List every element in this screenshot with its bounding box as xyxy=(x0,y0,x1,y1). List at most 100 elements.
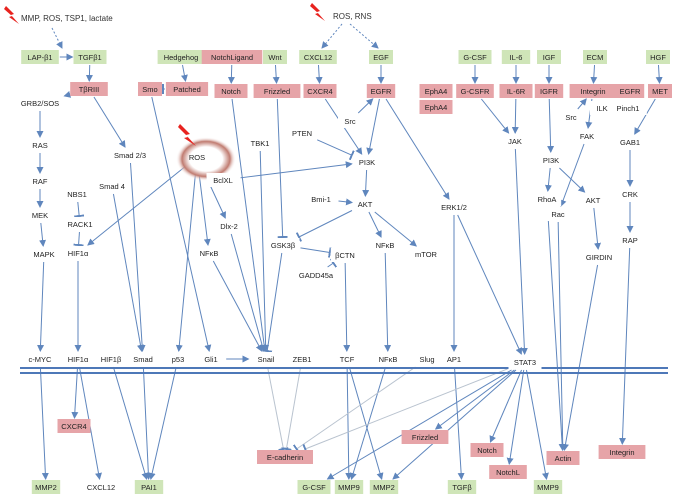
node-label: Smad 2/3 xyxy=(114,151,146,160)
node-box xyxy=(532,192,562,206)
node-label: ERK1/2 xyxy=(441,203,467,212)
node-box xyxy=(581,193,605,207)
node-cxcl12o: CXCL12 xyxy=(82,480,120,494)
node-egft: EGF xyxy=(369,50,393,64)
node-box xyxy=(335,352,359,366)
node-box xyxy=(458,50,492,64)
node-box xyxy=(499,84,533,98)
edge-mapk-cmyc xyxy=(37,261,45,352)
node-stat3: STAT3 xyxy=(508,355,542,369)
node-box xyxy=(615,84,645,98)
node-label: IL-6 xyxy=(510,53,523,62)
node-label: PI3K xyxy=(359,158,375,167)
node-label: MAPK xyxy=(33,250,54,259)
node-box xyxy=(63,217,97,231)
node-box xyxy=(590,101,614,115)
node-box xyxy=(57,419,91,433)
node-label: NFκB xyxy=(379,355,398,364)
node-box xyxy=(618,233,642,247)
node-box xyxy=(294,268,338,282)
node-box xyxy=(470,443,504,457)
node-box xyxy=(61,352,95,366)
node-box xyxy=(31,480,61,494)
node-box xyxy=(157,50,205,64)
node-label: Gli1 xyxy=(204,355,217,364)
node-box xyxy=(61,246,95,260)
node-box xyxy=(569,84,617,98)
decor-layer: MMP, ROS, TSP1, lactate ROS, RNS xyxy=(4,3,372,181)
stimulus-arrow xyxy=(321,23,343,49)
node-label: GSK3β xyxy=(271,241,296,250)
node-label: Wnt xyxy=(268,53,282,62)
node-label: EphA4 xyxy=(425,103,448,112)
node-bctn: βCTN xyxy=(330,248,360,262)
node-label: Smad 4 xyxy=(99,182,125,191)
node-bmi1: Bmi-1 xyxy=(304,192,338,206)
node-mmp2b: MMP2 xyxy=(369,480,399,494)
node-box xyxy=(373,352,403,366)
node-patched: Patched xyxy=(165,82,209,96)
node-box xyxy=(419,84,453,98)
node-label: HIF1α xyxy=(68,249,89,258)
edge-tcf-mmp2b xyxy=(348,366,384,480)
node-box xyxy=(263,50,287,64)
lightning-icon xyxy=(310,3,325,21)
node-box xyxy=(334,480,364,494)
node-actin: Actin xyxy=(546,451,580,465)
node-box xyxy=(412,352,442,366)
edge-akt_m-gsk3b xyxy=(295,210,353,242)
edge-pi3k_r-akt_r xyxy=(559,167,586,193)
node-box xyxy=(134,480,164,494)
node-integrin_o: Integrin xyxy=(598,445,646,459)
edge-akt_m-mtor xyxy=(374,211,418,247)
node-met: MET xyxy=(648,84,672,98)
edge-smad23-smad_n xyxy=(130,162,146,352)
node-igfr: IGFR xyxy=(534,84,564,98)
node-label: c-MYC xyxy=(29,355,52,364)
node-label: GAB1 xyxy=(620,138,640,147)
node-box xyxy=(583,50,607,64)
node-label: Src xyxy=(344,117,356,126)
node-box xyxy=(559,110,583,124)
node-label: CXCL12 xyxy=(304,53,332,62)
node-label: ECM xyxy=(587,53,604,62)
node-label: Pinch1 xyxy=(617,104,640,113)
node-src_r: Src xyxy=(559,110,583,124)
node-crk: CRK xyxy=(618,187,642,201)
edge-ros-hif1a_c xyxy=(87,164,188,246)
node-label: Patched xyxy=(173,85,201,94)
node-label: Notch xyxy=(221,87,241,96)
node-box xyxy=(28,138,52,152)
node-label: NBS1 xyxy=(67,190,87,199)
edge-il6r-jak xyxy=(511,98,519,134)
node-label: PI3K xyxy=(543,156,559,165)
node-mmp2a: MMP2 xyxy=(31,480,61,494)
node-box xyxy=(615,135,645,149)
node-hedgehog: Hedgehog xyxy=(157,50,205,64)
node-label: JAK xyxy=(508,137,522,146)
node-label: EGFR xyxy=(620,87,641,96)
node-label: GRB2/SOS xyxy=(21,99,59,108)
node-notchl_o: NotchL xyxy=(489,465,527,479)
node-box xyxy=(646,50,670,64)
node-cmyc: c-MYC xyxy=(23,352,57,366)
edge-nfkb_l-snail xyxy=(212,260,263,352)
node-cxcr4_r: CXCR4 xyxy=(303,84,337,98)
node-notchlig: NotchLigand xyxy=(201,50,263,64)
node-label: RAS xyxy=(32,141,47,150)
node-box xyxy=(29,247,59,261)
node-label: E-cadherin xyxy=(267,453,303,462)
node-label: ZEB1 xyxy=(293,355,312,364)
node-label: TβRIII xyxy=(79,85,100,94)
edge-layer xyxy=(36,23,663,480)
nuclear-membrane xyxy=(20,367,668,374)
node-box xyxy=(303,84,337,98)
edge-bclxl-pi3k_m xyxy=(240,161,353,179)
node-label: MMP2 xyxy=(373,483,395,492)
node-label: HIF1β xyxy=(101,355,122,364)
node-wnt: Wnt xyxy=(263,50,287,64)
edge-src_m-egfr_r xyxy=(357,98,374,114)
edge-akt_m-nfkb_m xyxy=(368,211,382,238)
edge-stat3-notch_o xyxy=(489,369,523,443)
